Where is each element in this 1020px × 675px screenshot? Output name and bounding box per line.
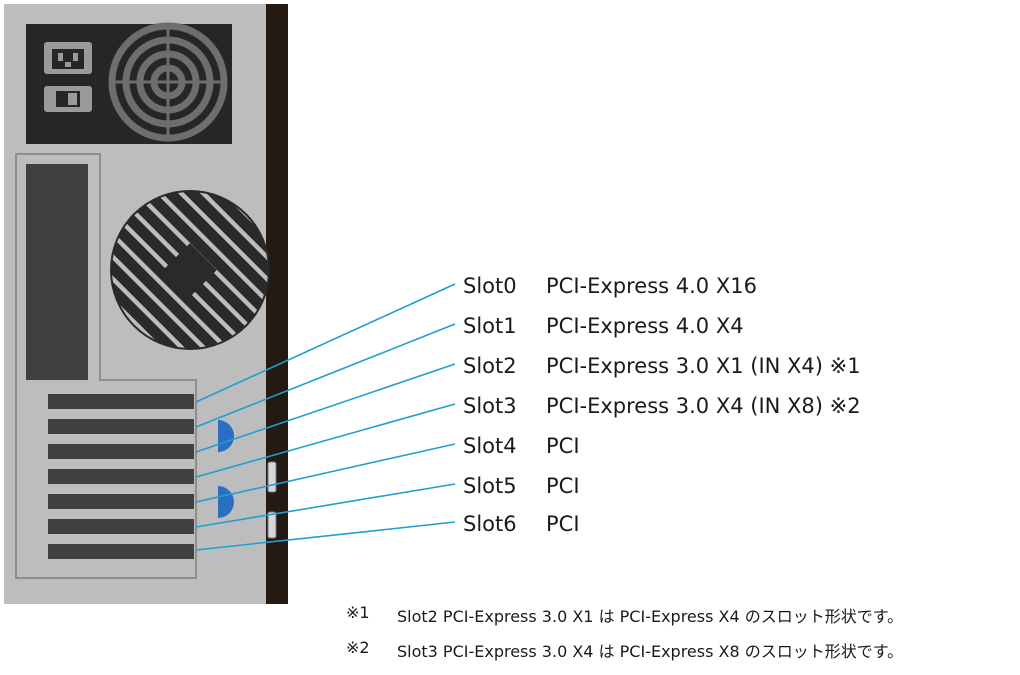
leader-line-slot1 xyxy=(195,323,456,428)
footnote-mark-2: ※2 xyxy=(346,638,370,657)
slot-bracket-4[interactable] xyxy=(48,494,194,509)
leader-line-slot2 xyxy=(195,363,456,453)
slot-label-1: Slot1 xyxy=(463,314,517,338)
slot-label-5: Slot5 xyxy=(463,474,517,498)
leader-line-slot6 xyxy=(195,521,456,551)
board-panel-outline xyxy=(15,153,197,579)
slot-label-6: Slot6 xyxy=(463,512,517,536)
slot-spec-3: PCI-Express 3.0 X4 (IN X8) ※2 xyxy=(546,394,861,418)
slot-spec-5: PCI xyxy=(546,474,580,498)
case-latch-top xyxy=(267,461,277,493)
slot-spec-2: PCI-Express 3.0 X1 (IN X4) ※1 xyxy=(546,354,861,378)
slot-spec-0: PCI-Express 4.0 X16 xyxy=(546,274,757,298)
footnote-text-2: Slot3 PCI-Express 3.0 X4 は PCI-Express X… xyxy=(397,642,904,661)
leader-line-slot3 xyxy=(195,403,456,478)
footnote-text-1: Slot2 PCI-Express 3.0 X1 は PCI-Express X… xyxy=(397,607,904,626)
slot-label-4: Slot4 xyxy=(463,434,517,458)
leader-line-slot4 xyxy=(195,443,456,503)
slot-bracket-2[interactable] xyxy=(48,444,194,459)
io-panel xyxy=(26,164,88,380)
case-latch-bottom xyxy=(267,511,277,539)
power-switch-icon xyxy=(44,86,92,112)
slot-bracket-3[interactable] xyxy=(48,469,194,484)
leader-lines xyxy=(195,283,456,551)
power-inlet-icon xyxy=(44,42,92,74)
slot-bracket-6[interactable] xyxy=(48,544,194,559)
slot-bracket-1[interactable] xyxy=(48,419,194,434)
leader-line-slot0 xyxy=(195,283,456,403)
slot-label-3: Slot3 xyxy=(463,394,517,418)
slot-label-0: Slot0 xyxy=(463,274,517,298)
psu-fan-icon xyxy=(108,22,228,142)
slot-bracket-0[interactable] xyxy=(48,394,194,409)
slot-bracket-5[interactable] xyxy=(48,519,194,534)
leader-line-slot5 xyxy=(195,483,456,528)
slot-label-2: Slot2 xyxy=(463,354,517,378)
slot-spec-6: PCI xyxy=(546,512,580,536)
slot-spec-4: PCI xyxy=(546,434,580,458)
expansion-slots xyxy=(48,394,194,559)
slot-spec-1: PCI-Express 4.0 X4 xyxy=(546,314,744,338)
footnote-mark-1: ※1 xyxy=(346,603,370,622)
